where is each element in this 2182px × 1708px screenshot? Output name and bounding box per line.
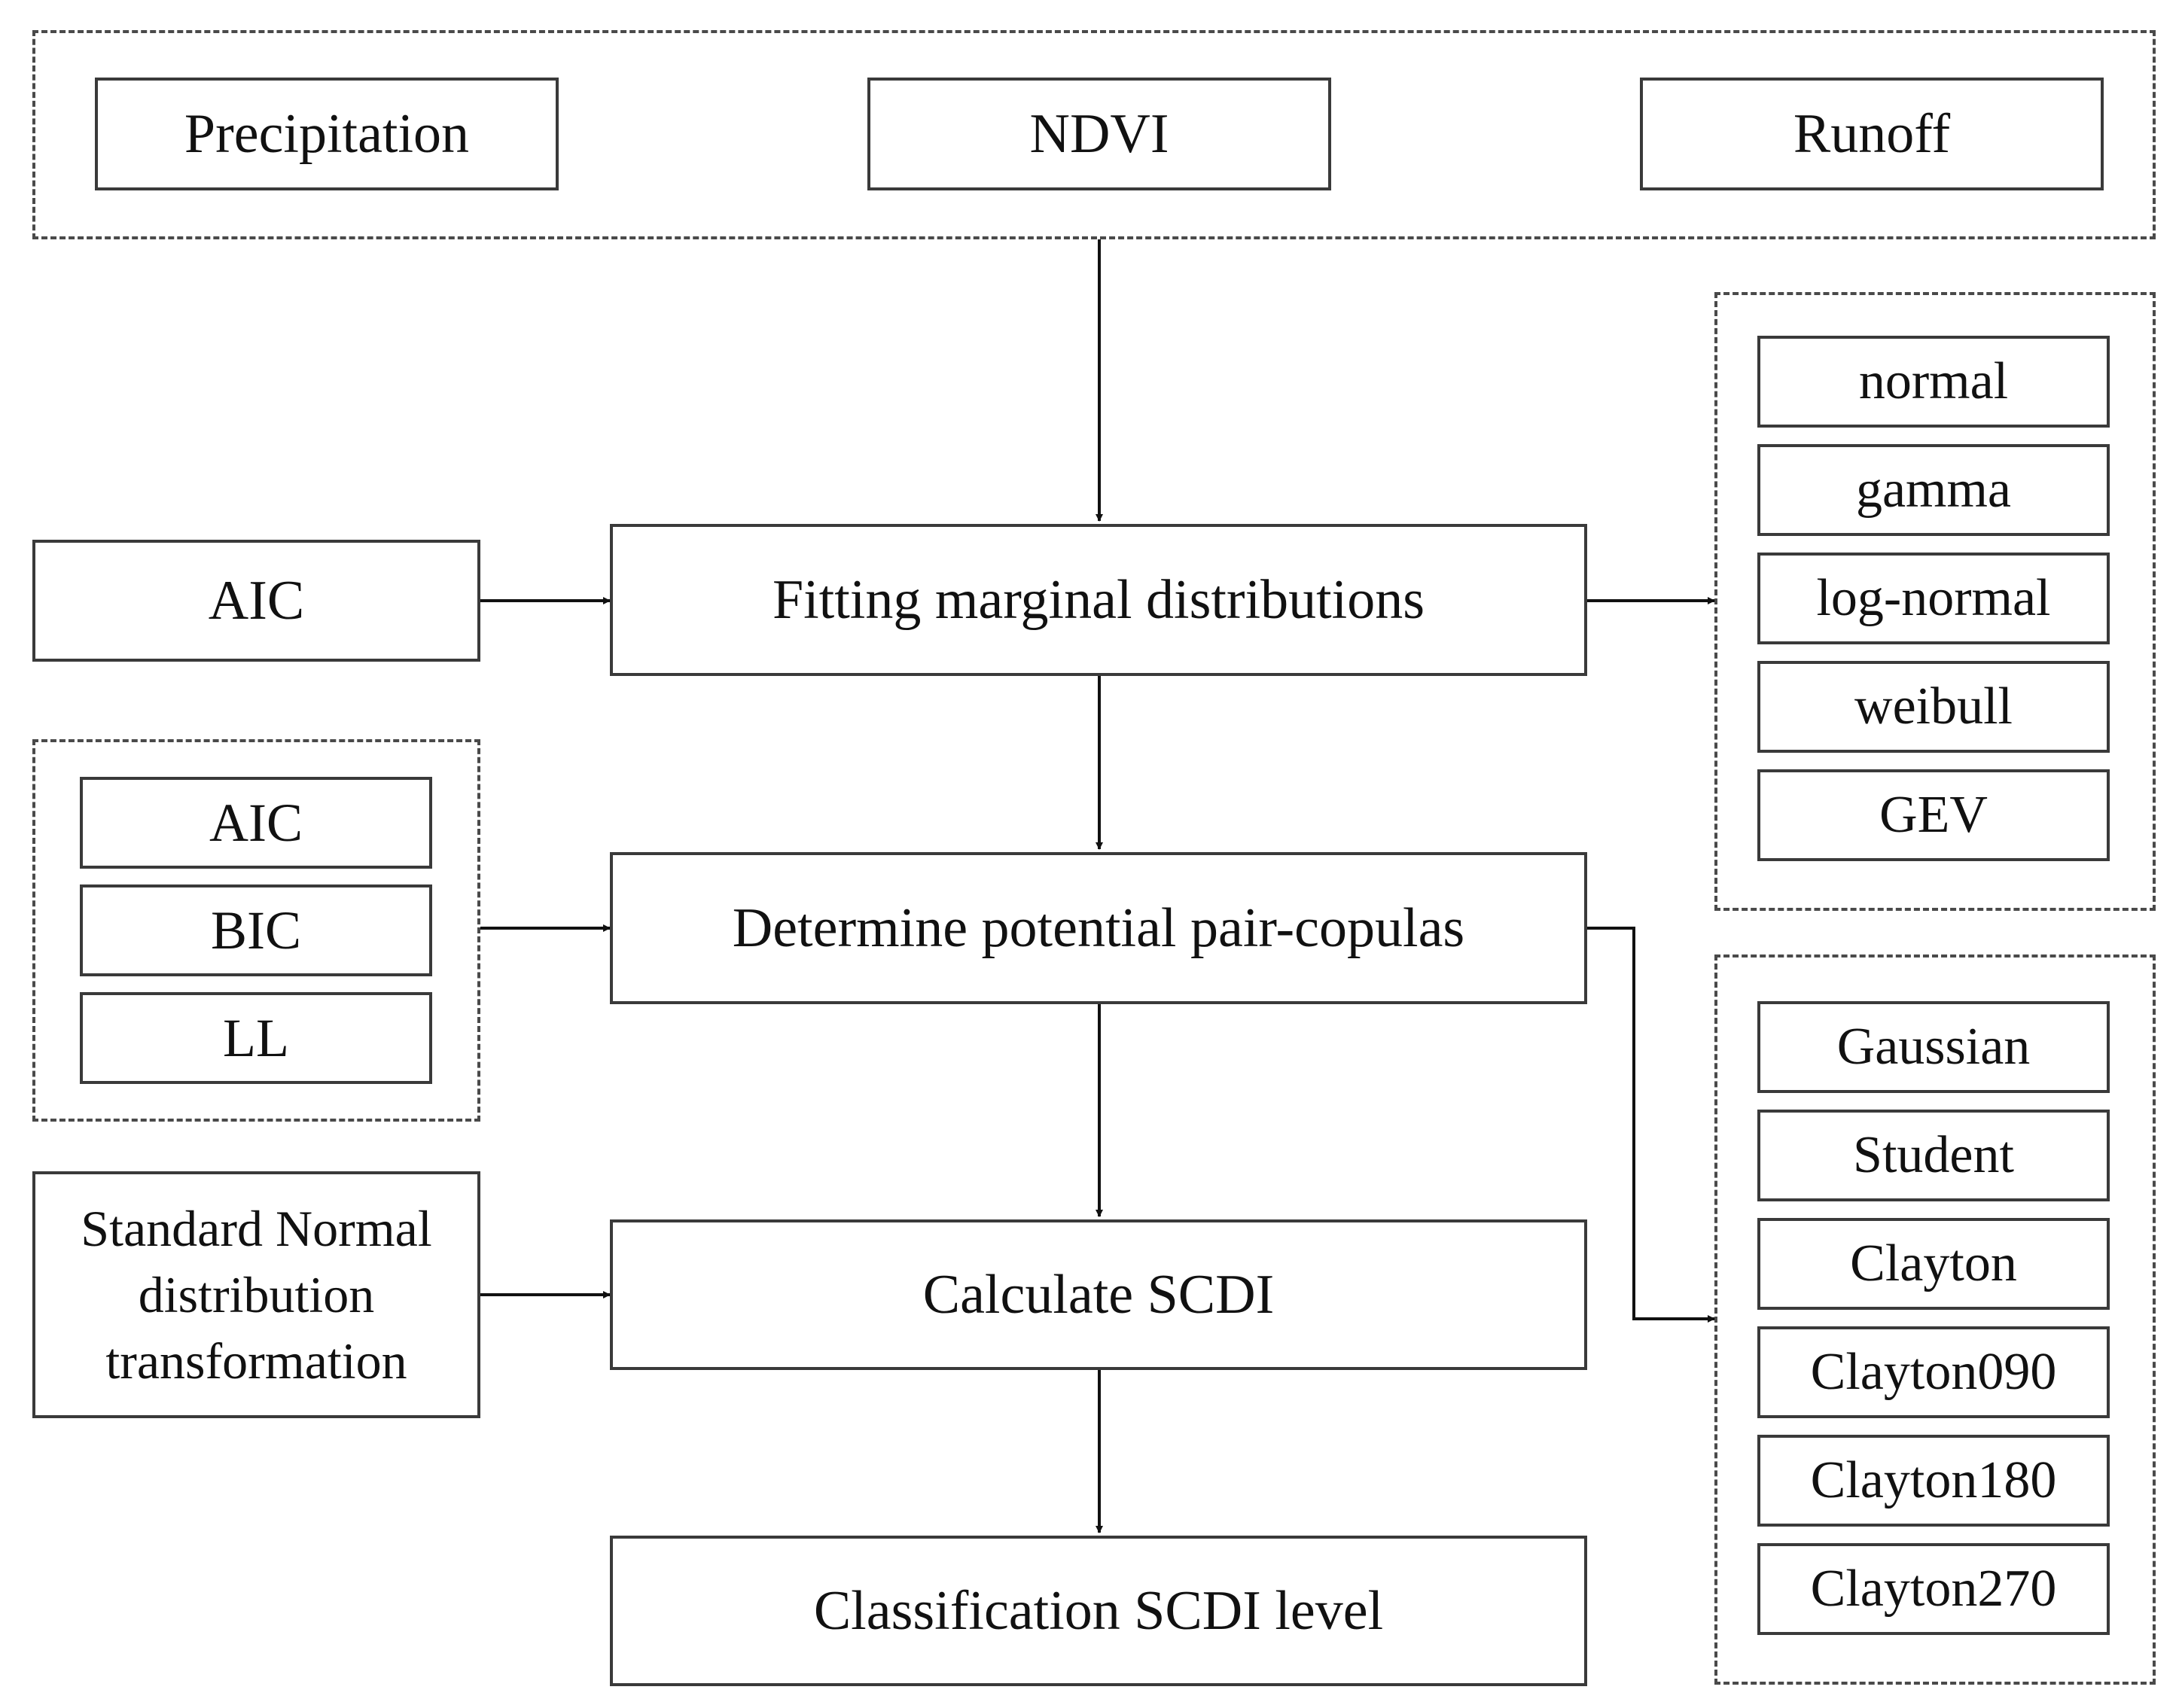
copula-label: Gaussian bbox=[1836, 1018, 2031, 1076]
distribution-item-weibull: weibull bbox=[1757, 661, 2110, 753]
ndvi-box: NDVI bbox=[867, 78, 1331, 190]
ndvi-label: NDVI bbox=[1029, 103, 1169, 165]
distribution-label: gamma bbox=[1855, 461, 2012, 519]
distribution-label: log-normal bbox=[1816, 569, 2051, 627]
copula-item-clayton: Clayton bbox=[1757, 1218, 2110, 1310]
aic-copula-label: AIC bbox=[209, 793, 303, 853]
normal-transformation-box: Standard Normal distribution transformat… bbox=[32, 1171, 480, 1418]
classification-box: Classification SCDI level bbox=[610, 1536, 1587, 1686]
ll-copula-label: LL bbox=[223, 1008, 289, 1068]
runoff-label: Runoff bbox=[1793, 103, 1951, 165]
input-variables-group bbox=[32, 30, 2156, 239]
distribution-item-log-normal: log-normal bbox=[1757, 553, 2110, 644]
distribution-candidates-group bbox=[1714, 292, 2156, 911]
arrow-copula-to-candidates bbox=[1587, 927, 1715, 1323]
distribution-item-normal: normal bbox=[1757, 336, 2110, 428]
runoff-box: Runoff bbox=[1640, 78, 2104, 190]
distribution-label: weibull bbox=[1854, 677, 2013, 735]
calculate-scdi-label: Calculate SCDI bbox=[922, 1264, 1275, 1326]
aic-copula-box: AIC bbox=[80, 777, 432, 869]
distribution-label: normal bbox=[1858, 352, 2009, 410]
ll-copula-box: LL bbox=[80, 992, 432, 1084]
calculate-scdi-box: Calculate SCDI bbox=[610, 1219, 1587, 1370]
precipitation-label: Precipitation bbox=[184, 103, 470, 165]
transform-line-2: distribution bbox=[138, 1266, 375, 1323]
copula-label: Student bbox=[1853, 1126, 2014, 1184]
copula-item-gaussian: Gaussian bbox=[1757, 1001, 2110, 1093]
copula-label: Clayton270 bbox=[1810, 1560, 2057, 1618]
copula-label: Clayton bbox=[1850, 1235, 2017, 1292]
copula-item-clayton180: Clayton180 bbox=[1757, 1435, 2110, 1527]
precipitation-box: Precipitation bbox=[95, 78, 559, 190]
distribution-item-gamma: gamma bbox=[1757, 444, 2110, 536]
pair-copulas-box: Determine potential pair-copulas bbox=[610, 852, 1587, 1004]
distribution-label: GEV bbox=[1879, 786, 1988, 844]
copula-label: Clayton180 bbox=[1810, 1451, 2057, 1509]
copula-item-student: Student bbox=[1757, 1110, 2110, 1201]
bic-copula-box: BIC bbox=[80, 884, 432, 976]
transform-line-1: Standard Normal bbox=[81, 1200, 432, 1257]
transform-line-3: transformation bbox=[105, 1332, 407, 1390]
aic-marginal-label: AIC bbox=[208, 570, 305, 632]
copula-candidates-group bbox=[1714, 954, 2156, 1685]
bic-copula-label: BIC bbox=[210, 900, 302, 961]
copula-label: Clayton090 bbox=[1810, 1343, 2057, 1401]
pair-copulas-label: Determine potential pair-copulas bbox=[732, 897, 1465, 959]
copula-item-clayton270: Clayton270 bbox=[1757, 1543, 2110, 1635]
fit-marginal-label: Fitting marginal distributions bbox=[772, 569, 1425, 631]
aic-marginal-box: AIC bbox=[32, 540, 480, 662]
copula-item-clayton090: Clayton090 bbox=[1757, 1326, 2110, 1418]
classification-label: Classification SCDI level bbox=[813, 1580, 1384, 1642]
distribution-item-gev: GEV bbox=[1757, 769, 2110, 861]
copula-criteria-group bbox=[32, 739, 480, 1122]
fit-marginal-box: Fitting marginal distributions bbox=[610, 524, 1587, 676]
